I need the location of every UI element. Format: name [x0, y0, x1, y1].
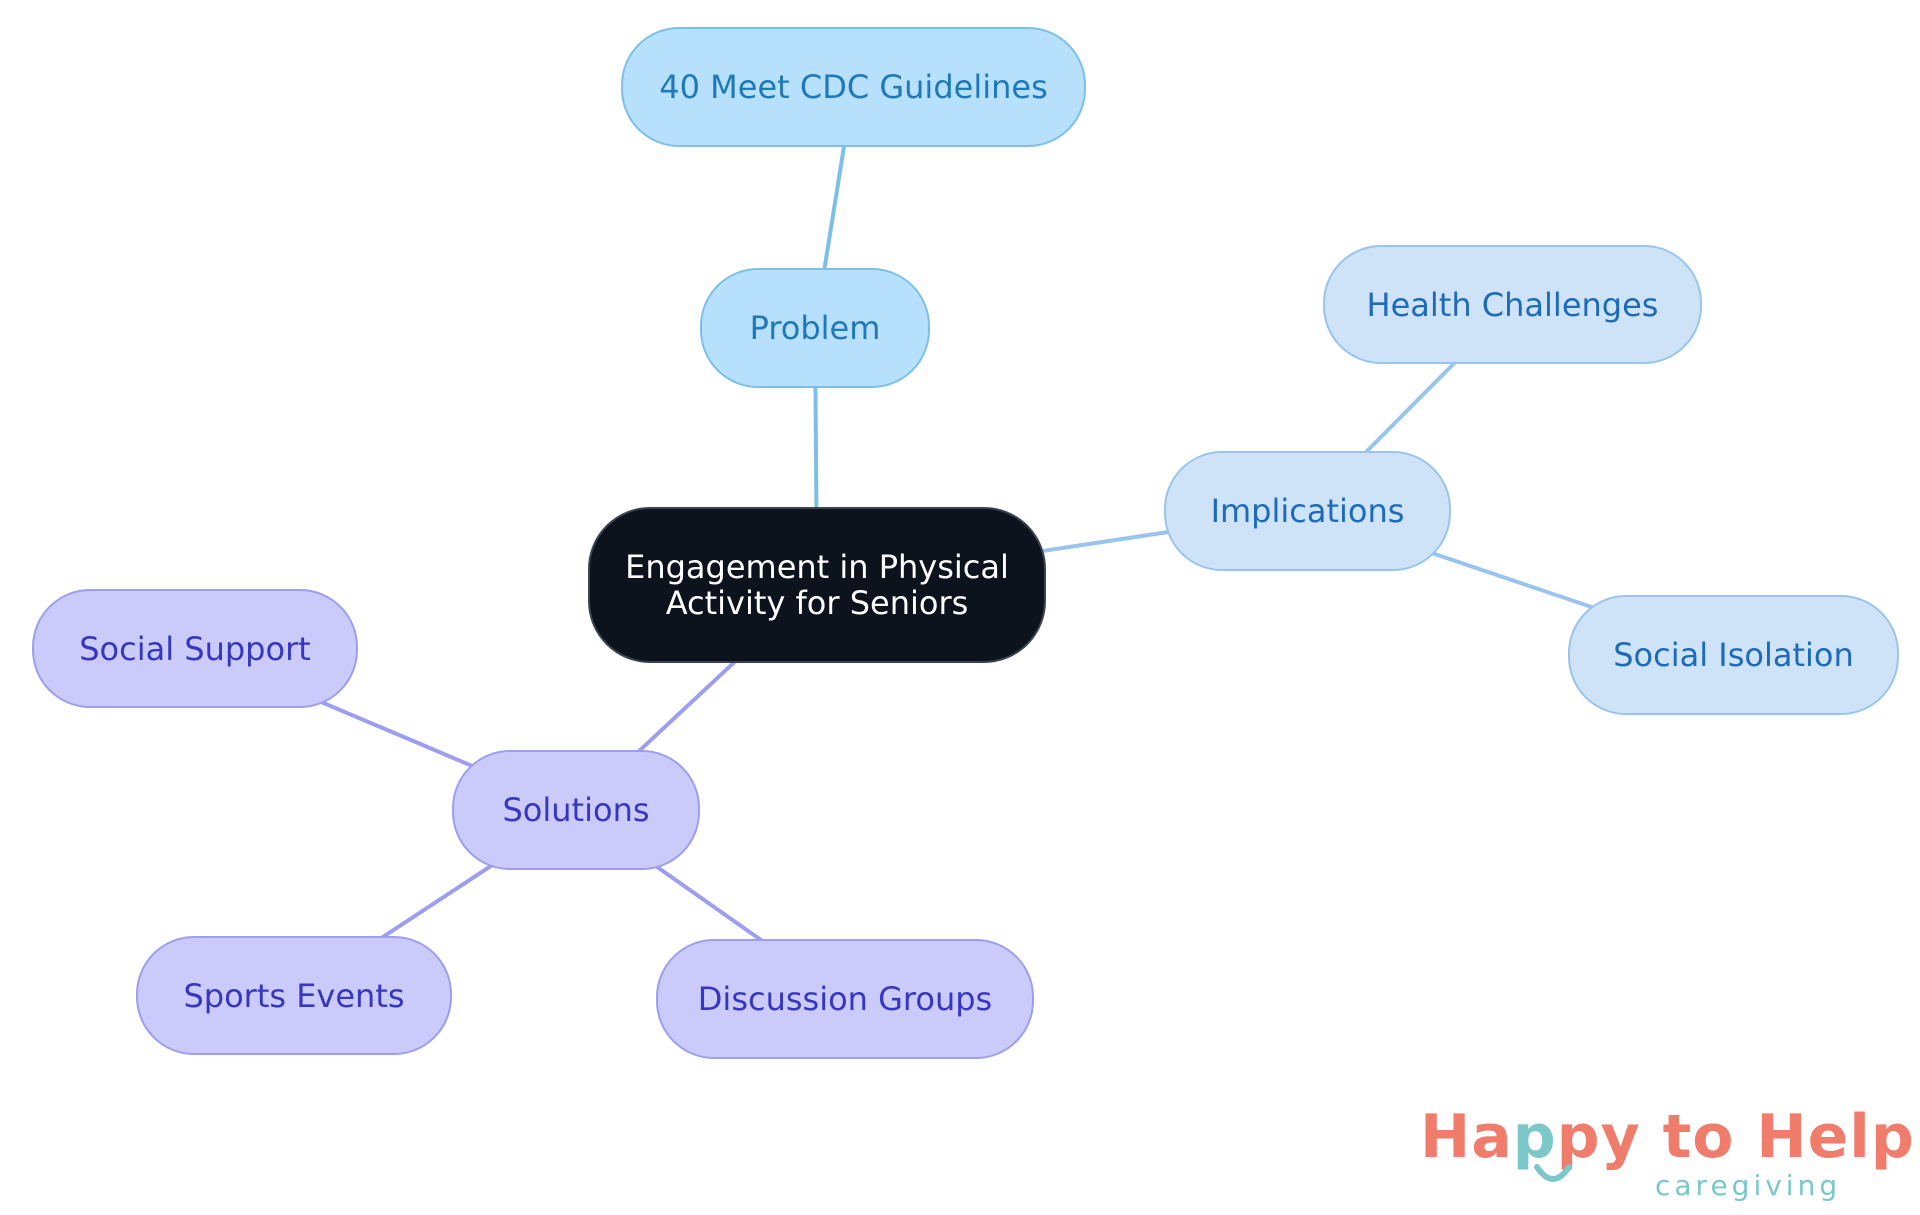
social-isolation-node: Social Isolation [1568, 595, 1899, 715]
sports-events-node: Sports Events [136, 936, 452, 1055]
social-support-node-label: Social Support [79, 629, 311, 668]
problem-node-label: Problem [749, 309, 881, 347]
discussion-groups-node: Discussion Groups [656, 939, 1034, 1059]
health-challenges-node: Health Challenges [1323, 245, 1702, 364]
discussion-groups-node-label: Discussion Groups [697, 980, 993, 1018]
logo-wordmark-part-1: Ha [1420, 1102, 1513, 1172]
solutions-node-label: Solutions [502, 791, 650, 829]
social-isolation-node-label: Social Isolation [1613, 636, 1854, 674]
logo-wordmark-accent: p [1512, 1102, 1557, 1172]
logo-wordmark: Happy to Help [1420, 1105, 1915, 1169]
solutions-node: Solutions [452, 750, 700, 870]
cdc-guidelines-node: 40 Meet CDC Guidelines [621, 27, 1086, 147]
sports-events-node-label: Sports Events [183, 976, 405, 1015]
health-challenges-node-label: Health Challenges [1366, 285, 1659, 324]
logo-wordmark-part-2: py to Help [1556, 1102, 1915, 1172]
happy-to-help-logo: Happy to Help caregiving [1420, 1105, 1914, 1205]
implications-node: Implications [1164, 451, 1451, 571]
social-support-node: Social Support [32, 589, 358, 708]
cdc-guidelines-node-label: 40 Meet CDC Guidelines [659, 68, 1048, 106]
logo-subtitle: caregiving [1655, 1169, 1842, 1202]
root-node-line-1: Engagement in Physical [625, 548, 1009, 586]
root-node-line-2: Activity for Seniors [665, 584, 969, 622]
problem-node: Problem [700, 268, 930, 388]
smile-icon [1534, 1164, 1572, 1182]
implications-node-label: Implications [1210, 492, 1405, 530]
root-node: Engagement in Physical Activity for Seni… [588, 507, 1046, 663]
